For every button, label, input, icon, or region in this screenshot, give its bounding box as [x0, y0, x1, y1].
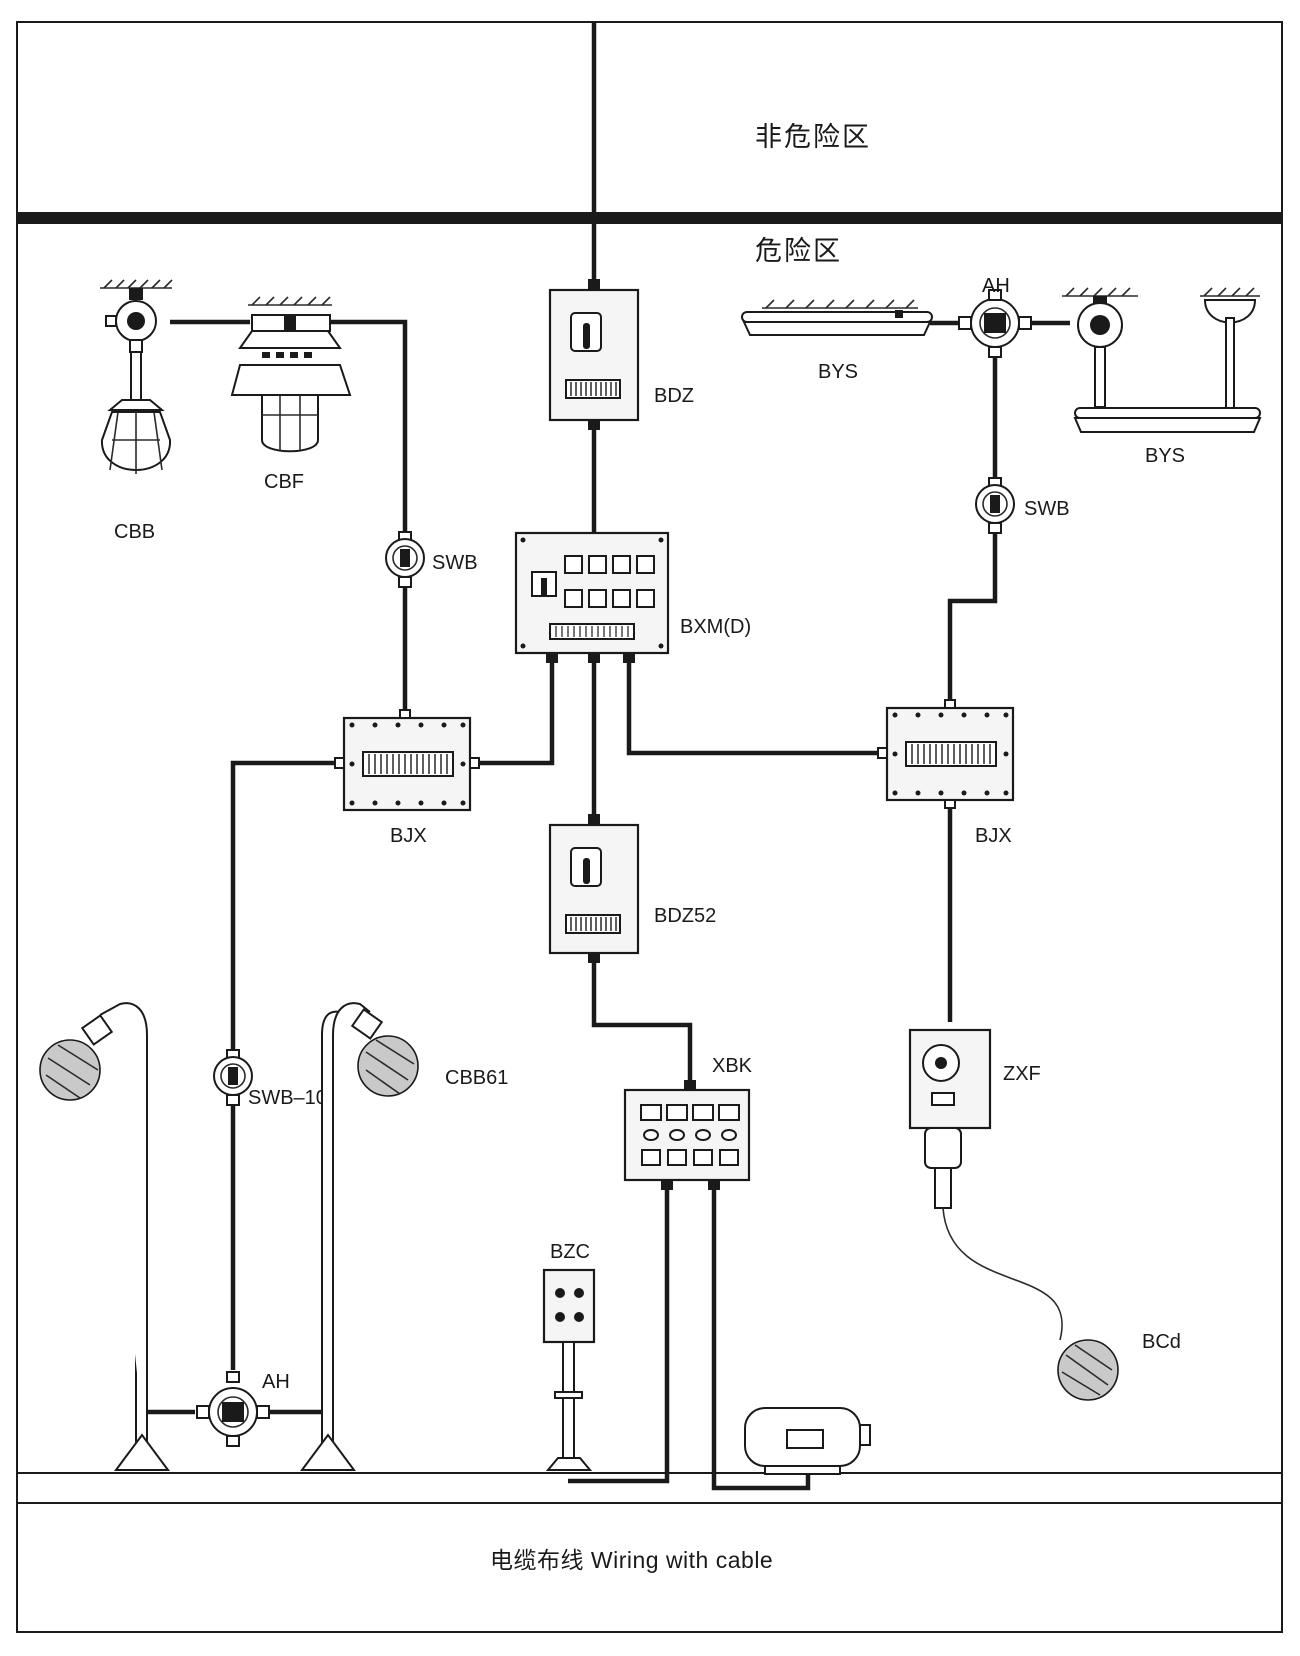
- pole-right-icon: [300, 1002, 419, 1471]
- footer-caption: 电缆布线 Wiring with cable: [490, 1547, 773, 1573]
- cbf-lamp-icon: [230, 296, 352, 453]
- bys-right-lamp-icon: [1073, 407, 1262, 433]
- zxf-socket-box: [908, 1028, 1063, 1341]
- bjx-left-junction-box: [334, 709, 480, 812]
- cbb-lamp-icon: [100, 279, 173, 474]
- bys-left-label: BYS: [818, 361, 858, 383]
- swb-right-fitting: [975, 477, 1015, 534]
- swb-left-label: SWB: [432, 552, 478, 574]
- cbb61-label: CBB61: [445, 1067, 508, 1089]
- xbk-label: XBK: [712, 1055, 753, 1077]
- bjx-right-junction-box: [877, 699, 1015, 809]
- bjx-right-label: BJX: [975, 825, 1012, 847]
- bys-right-label: BYS: [1145, 445, 1185, 467]
- motor-icon: [744, 1407, 871, 1475]
- bdz-label: BDZ: [654, 385, 694, 407]
- swb10-label: SWB–10: [248, 1087, 327, 1109]
- swb-right-label: SWB: [1024, 498, 1070, 520]
- cbf-label: CBF: [264, 471, 304, 493]
- xbk-control-box: [623, 1080, 751, 1190]
- bxm-label: BXM(D): [680, 616, 751, 638]
- swb10-fitting: [213, 1049, 253, 1106]
- bcd-label: BCd: [1142, 1331, 1181, 1353]
- bzc-control-station: [542, 1268, 596, 1471]
- ah-top-label: AH: [982, 275, 1010, 297]
- bjx-left-label: BJX: [390, 825, 427, 847]
- diagram-frame: [16, 21, 1283, 1633]
- ceiling-lamp-right-icon: [1200, 287, 1260, 409]
- ceiling-fitting-right-icon: [1062, 287, 1138, 408]
- ah-bottom-label: AH: [262, 1371, 290, 1393]
- bdz-breaker-box: [548, 279, 640, 430]
- swb-left-fitting: [385, 531, 425, 588]
- bxm-distribution-box: [514, 531, 670, 663]
- non-hazardous-zone-title: 非危险区: [755, 122, 871, 152]
- ah-bottom-fitting: [196, 1371, 270, 1447]
- pole-left-icon: [39, 1002, 170, 1471]
- hazardous-zone-title: 危险区: [755, 236, 842, 266]
- zxf-label: ZXF: [1003, 1063, 1041, 1085]
- cbb-label: CBB: [114, 521, 155, 543]
- bdz52-label: BDZ52: [654, 905, 716, 927]
- bys-left-lamp-icon: [741, 299, 933, 336]
- bdz52-breaker-box: [548, 814, 640, 963]
- ah-top-fitting: [958, 289, 1032, 358]
- bcd-lamp-icon: [1057, 1339, 1119, 1401]
- bzc-label: BZC: [550, 1241, 590, 1263]
